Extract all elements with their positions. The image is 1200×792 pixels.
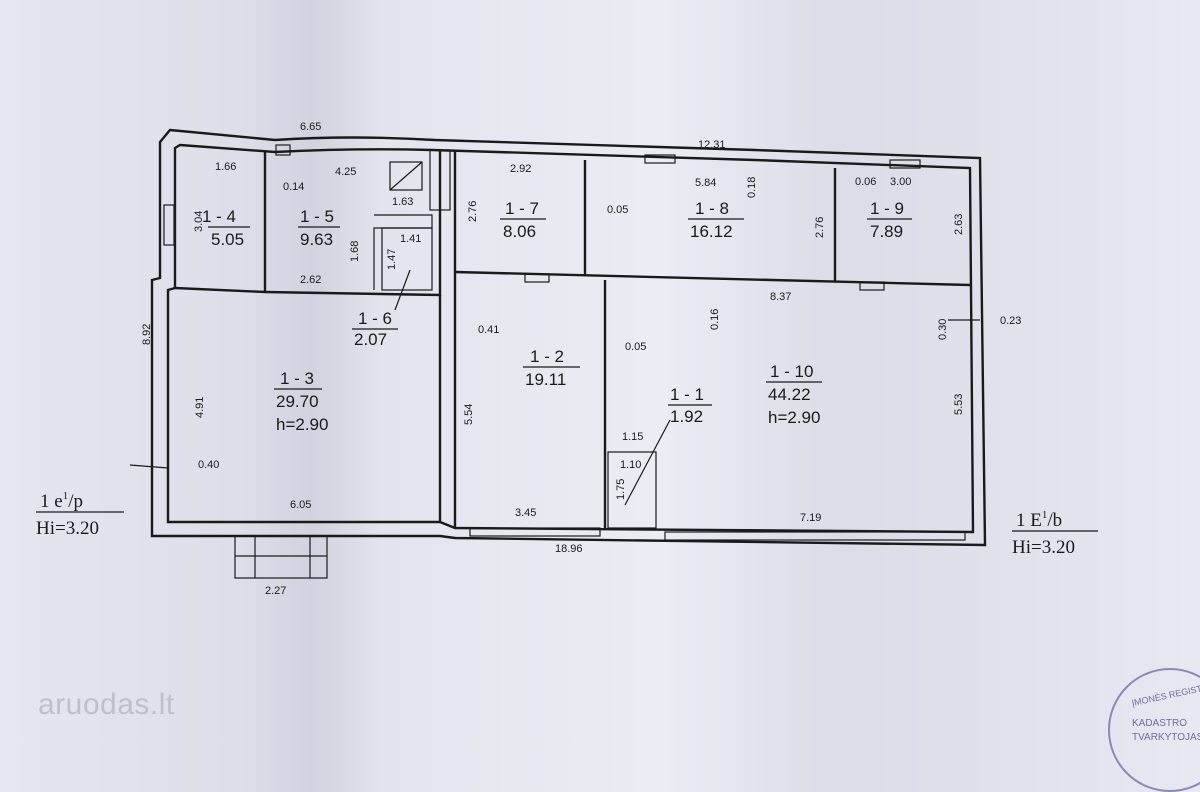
dimension-label: 1.15 — [622, 431, 643, 443]
window — [644, 154, 676, 164]
room-area-1-9: 7.89 — [870, 222, 903, 241]
dimension-label: 18.96 — [555, 543, 583, 555]
room-id-1-6: 1 - 6 — [358, 309, 392, 328]
room-area-1-6: 2.07 — [354, 330, 387, 349]
window — [469, 527, 601, 537]
room-area-1-8: 16.12 — [690, 222, 733, 241]
room-id-1-9: 1 - 9 — [870, 199, 904, 218]
stamp-text-bottom: TVARKYTOJAS — [1132, 732, 1200, 743]
dimension-label: 5.53 — [953, 394, 965, 415]
shaft-box — [429, 149, 451, 211]
dimension-label: 0.16 — [709, 309, 721, 330]
porch — [234, 535, 328, 579]
dimension-label: 0.06 — [855, 176, 876, 188]
wall-room-1-6 — [373, 214, 433, 290]
room-id-1-8: 1 - 8 — [695, 199, 729, 218]
dimension-label: 5.84 — [695, 177, 716, 189]
dimension-label: 7.19 — [800, 512, 821, 524]
room-area-1-1: 1.92 — [670, 407, 703, 426]
room-id-1-5: 1 - 5 — [300, 207, 334, 226]
dimension-label: 4.25 — [335, 166, 356, 178]
window — [889, 159, 921, 169]
dimension-label: 0.18 — [746, 177, 758, 198]
side-label-right: 1 E1/b — [1016, 509, 1062, 531]
stamp-text-mid: KADASTRO — [1132, 718, 1188, 729]
window — [859, 281, 885, 291]
room-area-1-7: 8.06 — [503, 222, 536, 241]
dimension-label: 8.92 — [141, 324, 153, 345]
dimension-label: 1.66 — [215, 161, 236, 173]
dimension-label: 1.63 — [392, 196, 413, 208]
room-id-1-4: 1 - 4 — [202, 207, 236, 226]
window — [664, 531, 966, 541]
room-id-1-2: 1 - 2 — [530, 347, 564, 366]
side-label-left: 1 e1/p — [40, 490, 83, 512]
dimension-label: 0.05 — [607, 204, 628, 216]
room-id-1-1: 1 - 1 — [670, 385, 704, 404]
dimension-label: 0.30 — [937, 319, 949, 340]
room-area-1-5: 9.63 — [300, 230, 333, 249]
room-height-1-10: h=2.90 — [768, 408, 820, 427]
dimension-label: 6.65 — [300, 121, 321, 133]
outer-wall-inner — [166, 143, 975, 534]
dimension-label: 2.63 — [953, 214, 965, 235]
dimension-line — [129, 464, 169, 469]
dimension-label: 1.10 — [620, 459, 641, 471]
dimension-label: 6.05 — [290, 499, 311, 511]
dimension-label: 2.76 — [467, 201, 479, 222]
aruodas-watermark: aruodas.lt — [38, 688, 175, 721]
dimension-label: 3.45 — [515, 507, 536, 519]
room-height-1-3: h=2.90 — [276, 415, 328, 434]
dimension-label: 2.76 — [814, 217, 826, 238]
dimension-label: 2.92 — [510, 163, 531, 175]
boiler-symbol — [389, 161, 423, 191]
leader-line — [394, 269, 411, 311]
dimension-label: 0.14 — [283, 181, 304, 193]
dimension-label: 2.62 — [300, 274, 321, 286]
dimension-label: 1.68 — [349, 241, 361, 262]
window — [524, 273, 550, 283]
side-label-right-height: Hi=3.20 — [1012, 537, 1075, 558]
dimension-label: 0.41 — [478, 324, 499, 336]
dimension-label: 0.40 — [198, 459, 219, 471]
room-id-1-3: 1 - 3 — [280, 369, 314, 388]
dimension-label: 1.75 — [615, 479, 627, 500]
dimension-label: 0.23 — [1000, 315, 1021, 327]
dimension-label: 0.05 — [625, 341, 646, 353]
dimension-label: 4.91 — [194, 397, 206, 418]
leader-line — [624, 419, 671, 506]
dimension-label: 5.54 — [463, 404, 475, 425]
wall-room-1-6-box — [381, 227, 433, 291]
room-area-1-3: 29.70 — [276, 392, 319, 411]
wall-room-1-1 — [607, 451, 657, 529]
window — [163, 204, 175, 246]
side-label-left-height: Hi=3.20 — [36, 518, 99, 539]
room-id-1-10: 1 - 10 — [770, 362, 813, 381]
dimension-label: 3.04 — [193, 211, 205, 232]
dimension-label: 12.31 — [698, 139, 726, 151]
room-area-1-4: 5.05 — [211, 230, 244, 249]
window — [275, 144, 291, 156]
outer-wall — [150, 128, 987, 547]
dimension-label: 3.00 — [890, 176, 911, 188]
dimension-label: 8.37 — [770, 291, 791, 303]
dimension-label: 2.27 — [265, 585, 286, 597]
dimension-label: 1.47 — [386, 249, 398, 270]
room-area-1-10: 44.22 — [768, 385, 811, 404]
dimension-label: 1.41 — [400, 233, 421, 245]
floor-plan: 6.65 12.31 1.66 4.25 2.92 5.84 0.06 3.00… — [36, 121, 1098, 597]
boiler-diagonal — [389, 161, 423, 191]
room-area-1-2: 19.11 — [525, 370, 566, 389]
room-id-1-7: 1 - 7 — [505, 199, 539, 218]
